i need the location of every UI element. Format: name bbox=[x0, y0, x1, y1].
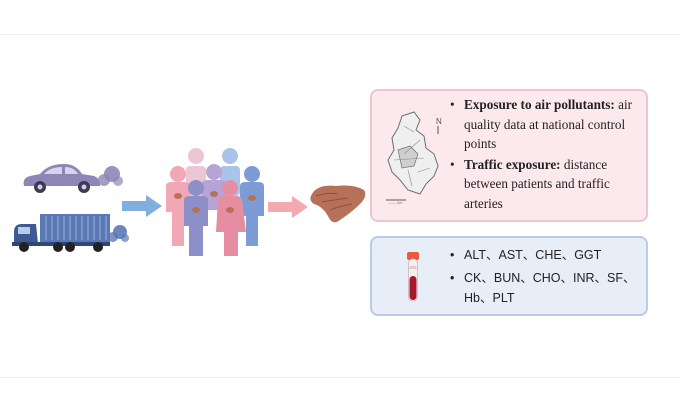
car-icon bbox=[23, 164, 101, 193]
truck-icon bbox=[12, 214, 110, 252]
svg-text:N: N bbox=[436, 117, 442, 126]
exposure-item-traffic-text: distance between patients and traffic ar… bbox=[464, 156, 610, 211]
map-scale-label: —— km bbox=[388, 200, 403, 205]
city-map-icon: N bbox=[386, 111, 442, 201]
blood-indicators-line-3: Hb、PLT bbox=[464, 291, 515, 305]
blood-indicators-line-1: ALT、AST、CHE、GGT bbox=[448, 245, 648, 266]
liver-icon bbox=[310, 185, 366, 223]
arrow-right-pink-icon bbox=[268, 196, 308, 218]
exposure-list: Exposure to air pollutants: air quality … bbox=[448, 95, 644, 214]
exposure-item-air-text: air quality data at national control poi… bbox=[464, 97, 633, 151]
exposure-item-traffic: Traffic exposure: distance between patie… bbox=[448, 155, 644, 214]
blood-indicators-line-2: CK、BUN、CHO、INR、SF、 bbox=[448, 268, 648, 289]
exposure-item-air: Exposure to air pollutants: air quality … bbox=[448, 95, 644, 154]
exhaust-smoke-icon bbox=[98, 166, 123, 186]
blood-indicators-list: ALT、AST、CHE、GGT CK、BUN、CHO、INR、SF、 Hb、PL… bbox=[448, 245, 648, 311]
exposure-item-traffic-label: Traffic exposure: bbox=[464, 156, 561, 172]
blood-tube-icon bbox=[407, 252, 419, 302]
arrow-right-icon bbox=[122, 195, 162, 217]
exhaust-smoke-icon-truck bbox=[108, 225, 129, 242]
people-group-icon bbox=[166, 148, 264, 256]
exposure-item-air-label: Exposure to air pollutants: bbox=[464, 97, 615, 112]
